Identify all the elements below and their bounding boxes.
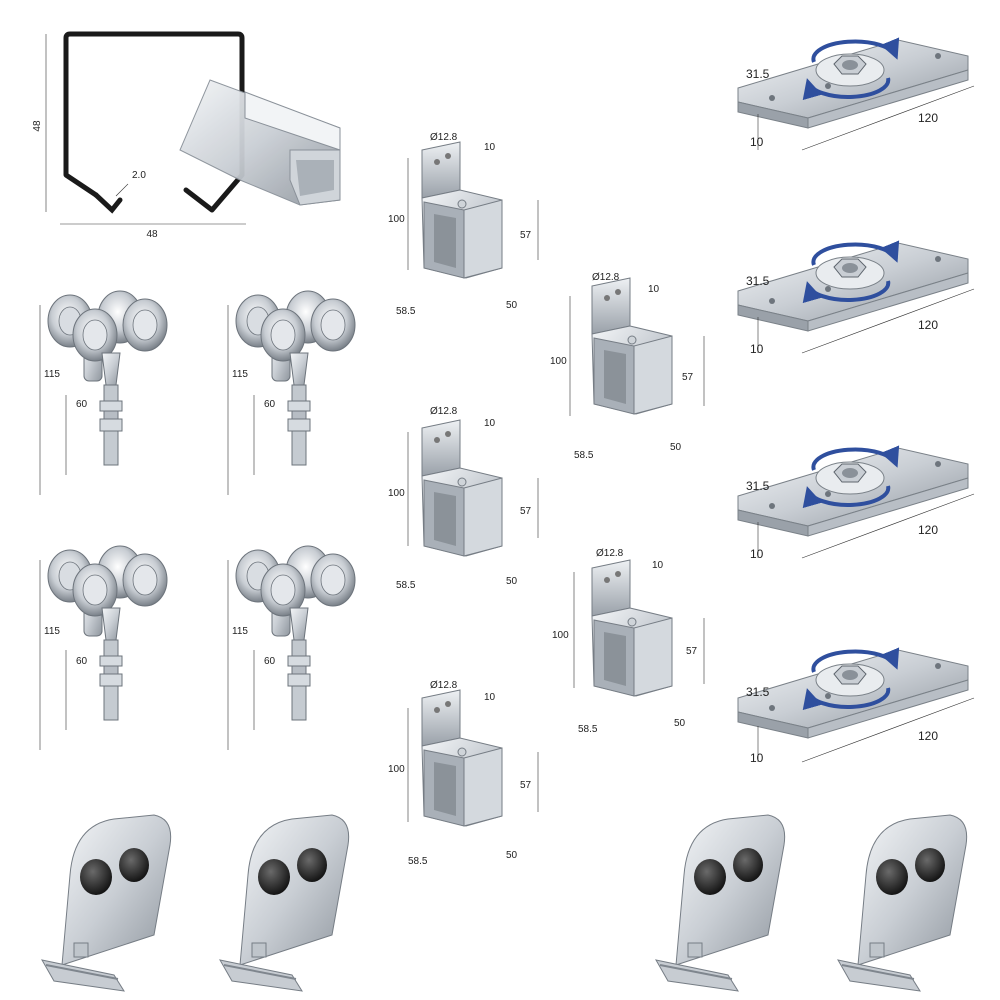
- bracket-height-label: 100: [552, 630, 569, 641]
- trolley-shaft-label: 60: [264, 656, 276, 667]
- floor-guide-1: [41, 814, 172, 992]
- guide-offset-label: 31.5: [746, 274, 770, 288]
- guide-plate-2: 31.5 10 120: [737, 240, 975, 356]
- bracket-depth-label: 58.5: [408, 856, 428, 867]
- bracket-depth-label: 58.5: [396, 580, 416, 591]
- bracket-width-label: 50: [506, 300, 518, 311]
- bracket-height-label: 100: [388, 764, 405, 775]
- floor-guide-3: [655, 814, 786, 992]
- bracket-inner-label: 57: [520, 506, 532, 517]
- guide-height-label: 10: [750, 751, 764, 765]
- guide-height-label: 10: [750, 135, 764, 149]
- rail-height-label: 48: [32, 120, 43, 132]
- bracket-3: Ø12.8 10 100 57 58.5 50: [388, 406, 539, 591]
- bracket-offset-label: 10: [484, 692, 496, 703]
- trolley-height-label: 115: [232, 369, 248, 380]
- guide-height-label: 10: [750, 547, 764, 561]
- floor-guide-4: [837, 814, 968, 992]
- guide-plate-1: 31.5 10 120: [737, 37, 975, 151]
- rail-section: 48 48 2.0: [32, 31, 341, 240]
- bracket-hole-label: Ø12.8: [430, 406, 458, 417]
- bracket-width-label: 50: [674, 718, 686, 729]
- guide-offset-label: 31.5: [746, 67, 770, 81]
- bracket-width-label: 50: [670, 442, 682, 453]
- bracket-hole-label: Ø12.8: [430, 132, 458, 143]
- bracket-height-label: 100: [388, 214, 405, 225]
- trolley-shaft-label: 60: [264, 399, 276, 410]
- guide-plate-4: 31.5 10 120: [737, 647, 975, 765]
- bracket-hole-label: Ø12.8: [596, 548, 624, 559]
- trolley-2: 115 60: [227, 290, 356, 495]
- rail-3d-view: [179, 79, 341, 206]
- guide-offset-label: 31.5: [746, 685, 770, 699]
- bracket-width-label: 50: [506, 850, 518, 861]
- bracket-height-label: 100: [388, 488, 405, 499]
- bracket-inner-label: 57: [520, 780, 532, 791]
- trolley-1: 115 60: [39, 290, 168, 495]
- trolley-height-label: 115: [232, 626, 248, 637]
- bracket-hole-label: Ø12.8: [592, 272, 620, 283]
- bracket-offset-label: 10: [484, 142, 496, 153]
- bracket-5: Ø12.8 10 100 57 58.5 50: [388, 680, 539, 867]
- bracket-4: Ø12.8 10 100 57 58.5 50: [552, 548, 705, 735]
- bracket-offset-label: 10: [652, 560, 664, 571]
- bracket-inner-label: 57: [686, 646, 698, 657]
- bracket-depth-label: 58.5: [396, 306, 416, 317]
- floor-guide-2: [219, 814, 350, 992]
- guide-length-label: 120: [918, 729, 938, 743]
- trolley-3: 115 60: [39, 545, 168, 750]
- trolley-height-label: 115: [44, 369, 60, 380]
- guide-offset-label: 31.5: [746, 479, 770, 493]
- rail-thickness-label: 2.0: [132, 170, 146, 181]
- guide-plate-3: 31.5 10 120: [737, 445, 975, 561]
- bracket-width-label: 50: [506, 576, 518, 587]
- rail-width-label: 48: [146, 229, 158, 240]
- bracket-inner-label: 57: [520, 230, 532, 241]
- bracket-height-label: 100: [550, 356, 567, 367]
- trolley-shaft-label: 60: [76, 656, 88, 667]
- bracket-2: Ø12.8 10 100 57 58.5 50: [550, 272, 705, 461]
- guide-length-label: 120: [918, 523, 938, 537]
- guide-height-label: 10: [750, 342, 764, 356]
- bracket-depth-label: 58.5: [574, 450, 594, 461]
- bracket-offset-label: 10: [484, 418, 496, 429]
- guide-length-label: 120: [918, 318, 938, 332]
- trolley-4: 115 60: [227, 545, 356, 750]
- bracket-inner-label: 57: [682, 372, 694, 383]
- trolley-height-label: 115: [44, 626, 60, 637]
- bracket-1: Ø12.8 10 100 57 58.5 50: [388, 132, 539, 317]
- rail-profile-outline: [63, 31, 245, 213]
- guide-length-label: 120: [918, 111, 938, 125]
- bracket-depth-label: 58.5: [578, 724, 598, 735]
- trolley-shaft-label: 60: [76, 399, 88, 410]
- bracket-hole-label: Ø12.8: [430, 680, 458, 691]
- bracket-offset-label: 10: [648, 284, 660, 295]
